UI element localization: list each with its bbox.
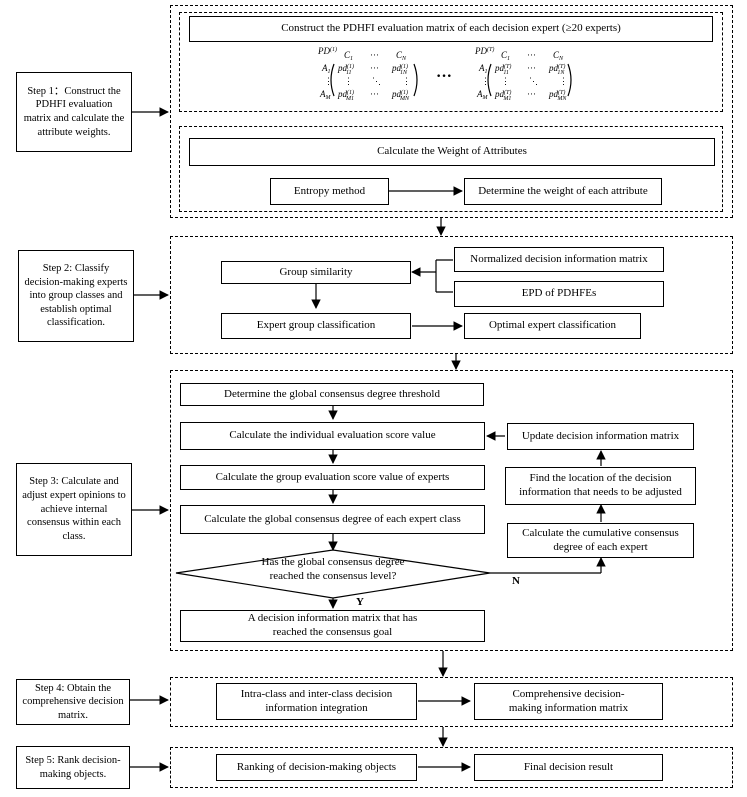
svg-text:···: ··· [370, 50, 379, 60]
construct-matrix-box: Construct the PDHFI evaluation matrix of… [189, 16, 713, 42]
stage1-weight-frame [179, 126, 723, 212]
svg-text:AM: AM [476, 89, 489, 101]
final-result-box: Final decision result [474, 754, 663, 781]
svg-text:⋮: ⋮ [344, 76, 353, 86]
matrix2-left-paren [487, 63, 492, 97]
svg-text:pd(T)1N: pd(T)1N [548, 63, 565, 76]
step3-label: Step 3: Calculate and adjust expert opin… [16, 463, 132, 556]
entropy-method-box: Entropy method [270, 178, 389, 205]
svg-text:⋮: ⋮ [402, 76, 411, 86]
svg-text:AM: AM [319, 89, 332, 101]
update-matrix-box: Update decision information matrix [507, 423, 694, 450]
consensus-decision-diamond [175, 549, 491, 599]
svg-text:···: ··· [370, 63, 379, 73]
svg-text:···: ··· [527, 63, 536, 73]
cumulative-consensus-box: Calculate the cumulative consensus degre… [507, 523, 694, 558]
stage3-container [170, 370, 733, 651]
stage5-container [170, 747, 733, 788]
pdhfi-matrix-2: PD(T) C1 ··· CN A1 pd(T)11 ··· pd(T)1N ⋮… [474, 46, 568, 102]
no-label: N [512, 575, 520, 587]
stage1-matrix-frame [179, 12, 723, 112]
svg-text:⋮: ⋮ [501, 76, 510, 86]
find-location-box: Find the location of the decision inform… [505, 467, 696, 505]
svg-text:A1: A1 [478, 63, 488, 75]
matrix1-pd: PD(1) [317, 46, 337, 56]
group-similarity-box: Group similarity [221, 261, 411, 284]
pdhfi-matrix-1: PD(1) C1 ··· CN A1 pd(1)11 ··· pd(1)1N ⋮… [317, 46, 411, 102]
matrix-ellipsis: ··· [436, 68, 453, 85]
svg-text:pd(1)MN: pd(1)MN [391, 89, 410, 102]
svg-text:pd(T)M1: pd(T)M1 [494, 89, 511, 102]
svg-text:pd(1)M1: pd(1)M1 [337, 89, 354, 102]
svg-text:⋮: ⋮ [559, 76, 568, 86]
weight-title-box: Calculate the Weight of Attributes [189, 138, 715, 166]
group-score-box: Calculate the group evaluation score val… [180, 465, 485, 490]
svg-text:···: ··· [370, 89, 379, 99]
integration-box: Intra-class and inter-class decision inf… [216, 683, 417, 720]
svg-text:CN: CN [553, 50, 564, 62]
stage4-container [170, 677, 733, 727]
epd-box: EPD of PDHFEs [454, 281, 664, 307]
matrix2-right-paren [567, 63, 572, 97]
step4-label: Step 4: Obtain the comprehensive decisio… [16, 679, 130, 725]
step2-label: Step 2: Classify decision-making experts… [18, 250, 134, 342]
matrix1-left-paren [330, 63, 335, 97]
stage2-container [170, 236, 733, 354]
svg-text:⋱: ⋱ [372, 76, 381, 86]
svg-text:pd(1)1N: pd(1)1N [391, 63, 408, 76]
svg-text:CN: CN [396, 50, 407, 62]
matrix1-right-paren [413, 63, 418, 97]
svg-text:PD(T): PD(T) [474, 46, 494, 56]
svg-text:pd(T)MN: pd(T)MN [548, 89, 567, 102]
svg-text:···: ··· [527, 89, 536, 99]
normalized-matrix-box: Normalized decision information matrix [454, 247, 664, 272]
decision-line1: Has the global consensus degree [261, 556, 405, 568]
step5-label: Step 5: Rank decision-making objects. [16, 746, 130, 789]
svg-text:C1: C1 [344, 50, 353, 62]
stage1-container [170, 5, 733, 218]
svg-text:⋱: ⋱ [529, 76, 538, 86]
ranking-box: Ranking of decision-making objects [216, 754, 417, 781]
svg-text:C1: C1 [501, 50, 510, 62]
consensus-reached-box: A decision information matrix that has r… [180, 610, 485, 642]
svg-text:···: ··· [527, 50, 536, 60]
yes-label: Y [356, 596, 364, 608]
threshold-box: Determine the global consensus degree th… [180, 383, 484, 406]
comprehensive-matrix-box: Comprehensive decision-making informatio… [474, 683, 663, 720]
decision-text: Has the global consensus degree reached … [232, 556, 434, 584]
determine-weight-box: Determine the weight of each attribute [464, 178, 662, 205]
expert-classification-box: Expert group classification [221, 313, 411, 339]
svg-text:⋮: ⋮ [481, 76, 490, 86]
svg-text:A1: A1 [321, 63, 331, 75]
optimal-classification-box: Optimal expert classification [464, 313, 641, 339]
global-consensus-box: Calculate the global consensus degree of… [180, 505, 485, 534]
svg-text:pd(1)11: pd(1)11 [337, 63, 354, 76]
individual-score-box: Calculate the individual evaluation scor… [180, 422, 485, 450]
decision-line2: reached the consensus level? [269, 569, 397, 582]
svg-text:pd(T)11: pd(T)11 [494, 63, 511, 76]
step1-label: Step 1：Construct the PDHFI evaluation ma… [16, 72, 132, 152]
svg-text:⋮: ⋮ [324, 76, 333, 86]
